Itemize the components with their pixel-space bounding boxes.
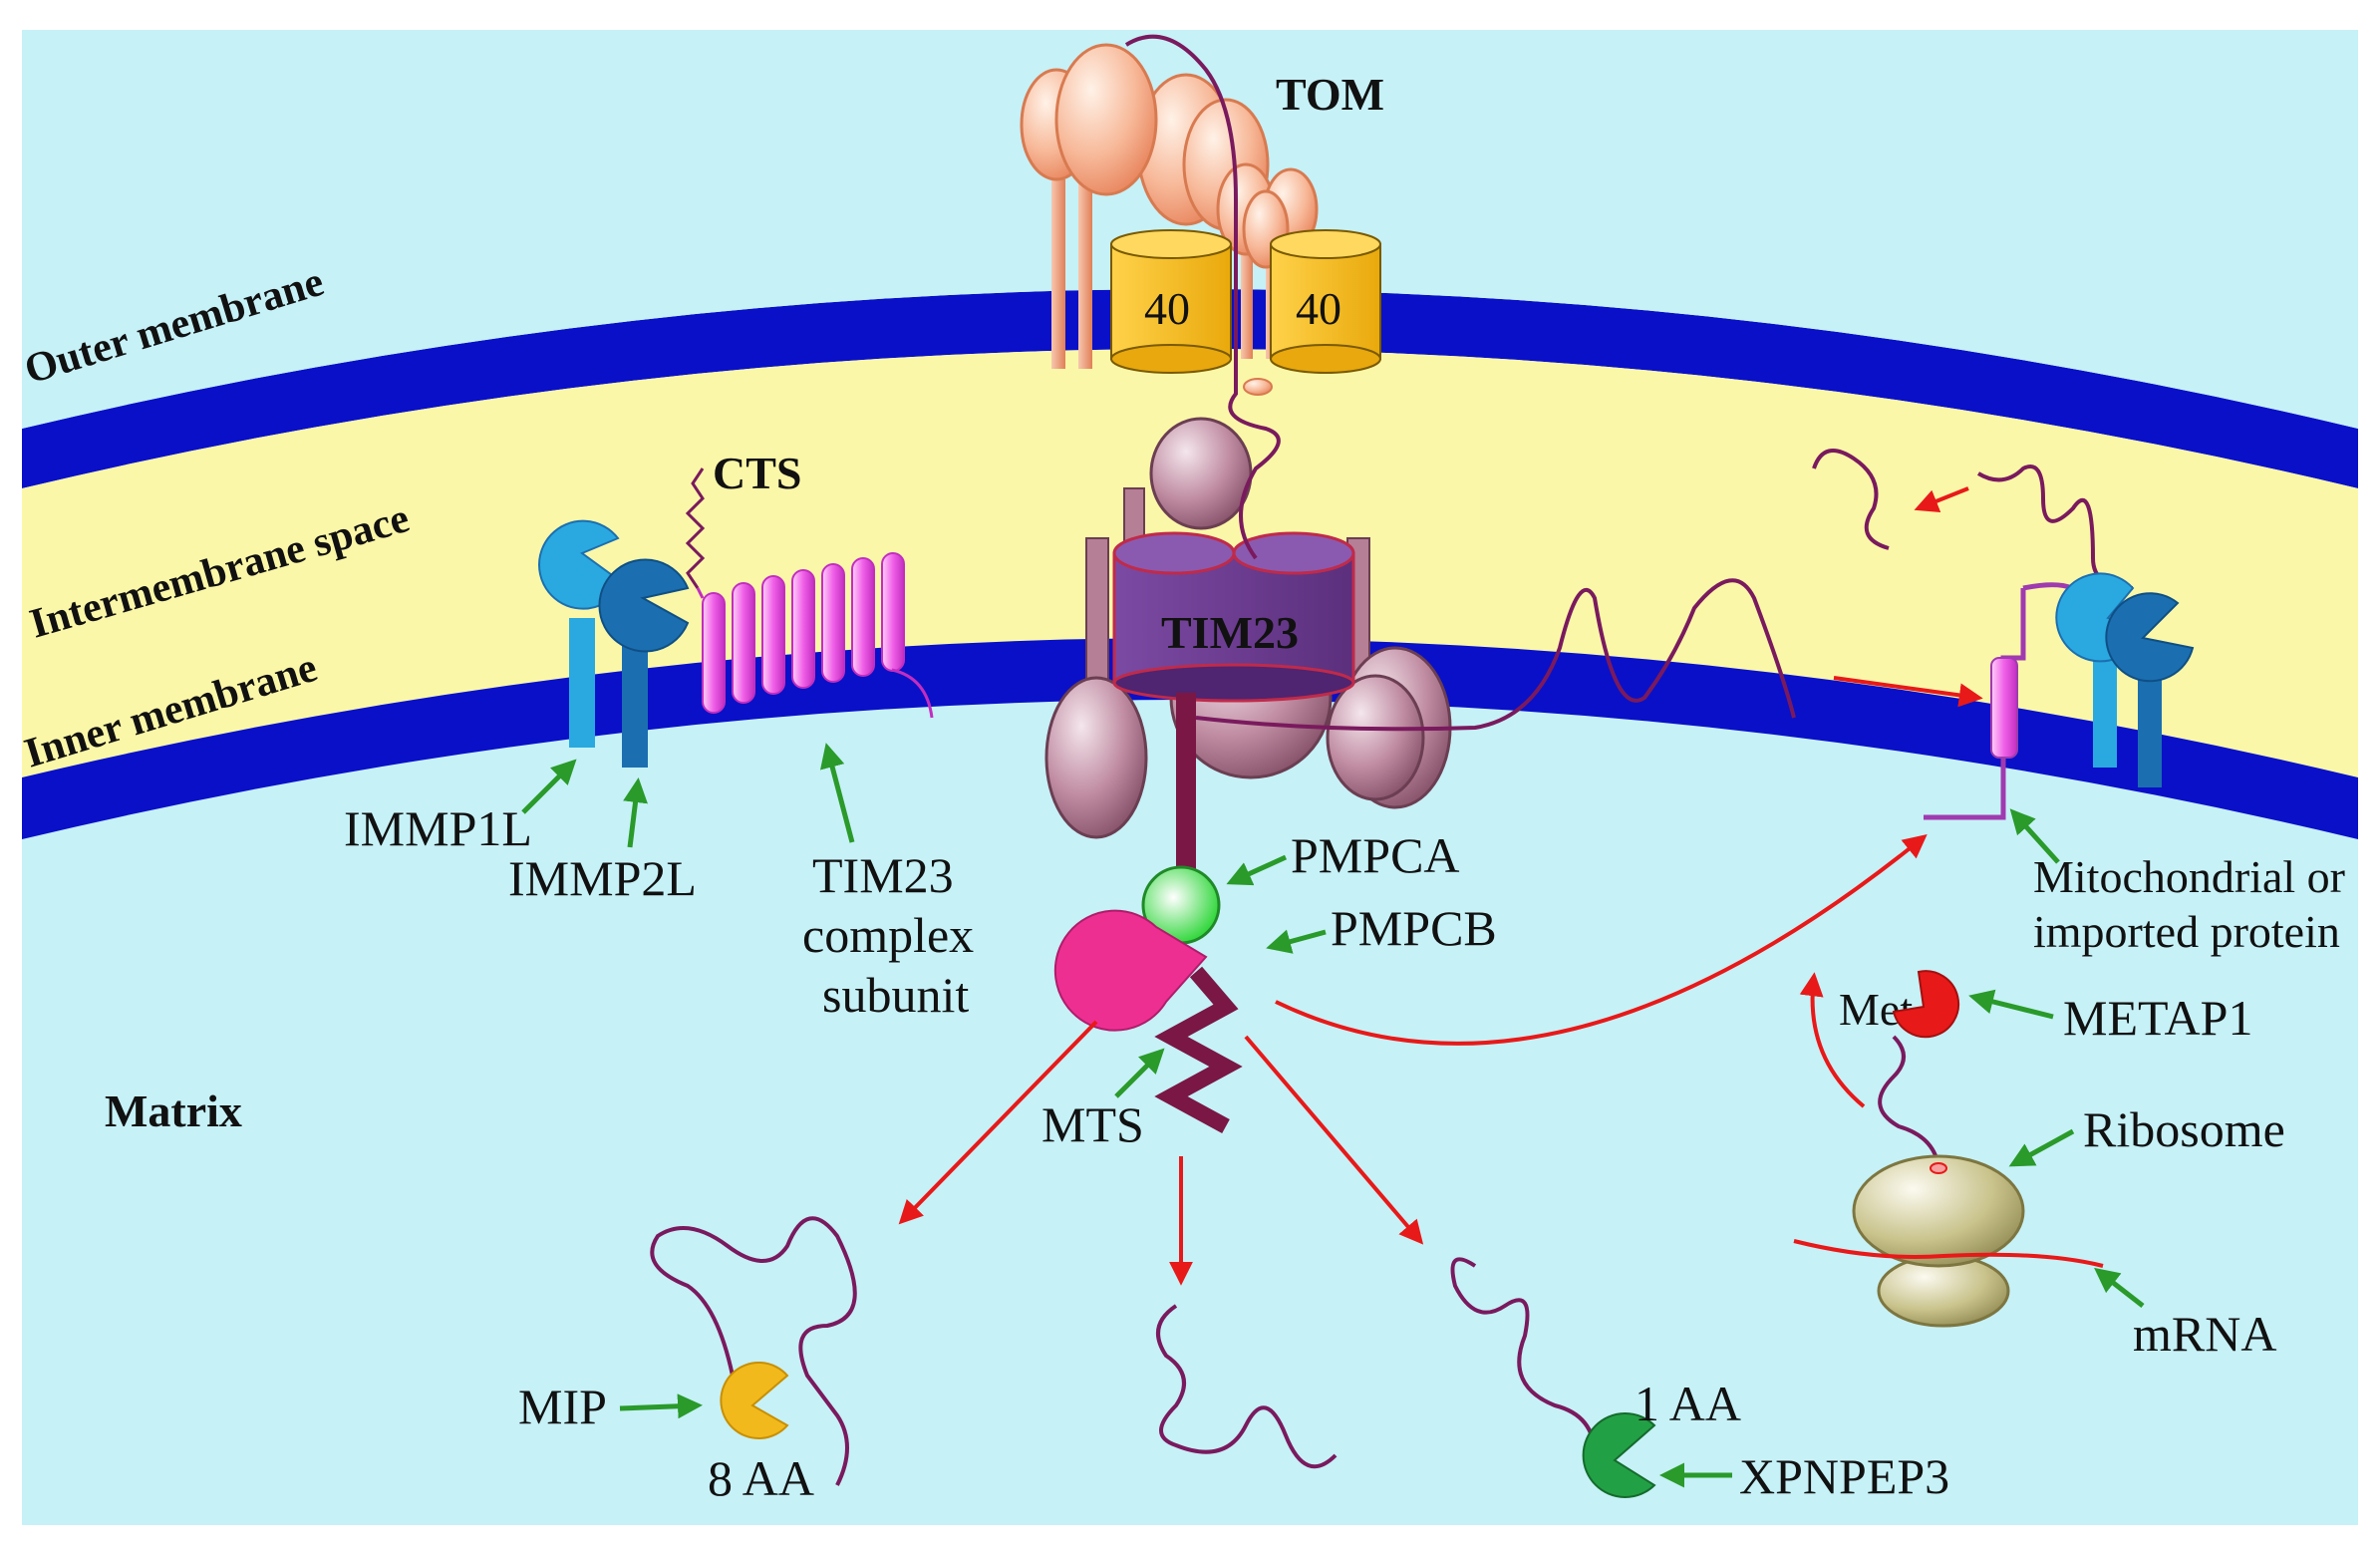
inner-membrane-band [22,638,2358,839]
tim23-subunit-label-2: complex [802,907,974,963]
tom40-right-label: 40 [1296,283,1341,334]
tom-stalk [1051,179,1065,369]
immp1l-protease [538,519,625,748]
pacman-enzyme-icon [2105,592,2195,683]
eight-aa-label: 8 AA [708,1450,814,1506]
tim23-complex: TIM23 [1044,417,1452,877]
tim23-subunit-ball [1326,674,1425,801]
ribosome-icon [1852,1154,2025,1328]
red-arrow-to-inner-membrane-protein [1275,833,1928,1046]
tim23-subunit-label-1: TIM23 [812,847,954,903]
green-arrow-metap1 [1968,989,2054,1020]
mts-label: MTS [1041,1096,1144,1152]
outer-membrane-band [22,289,2358,488]
immp1l-label: IMMP1L [344,800,532,856]
mip-label: MIP [518,1379,607,1434]
cts-label: CTS [713,448,801,498]
tim23-stalk [1176,693,1196,877]
tom-receptor-icon [1054,43,1158,196]
green-arrow-mrna [2094,1267,2145,1308]
tim23-subunit-ball [1149,417,1253,530]
cts-zigzag [685,467,706,589]
green-arrow-immp2l [623,777,648,848]
matrix-label: Matrix [105,1085,242,1136]
tom-complex: 40 40 TOM [1020,43,1384,396]
mts-zigzag [1154,966,1243,1134]
xpnpep3-enzyme-pacman-icon [1582,1412,1656,1498]
red-arrow-release [1914,486,1969,513]
immp2l-label: IMMP2L [508,850,697,906]
mature-protein-chain [1156,1304,1338,1469]
tom40-left [1110,229,1232,374]
green-arrow-pmpcb [1266,929,1327,954]
mip-substrate-chain [650,1216,857,1486]
red-arrow-nascent-import [1799,972,1866,1108]
tim23-channel-icon [1112,531,1355,703]
mip-enzyme-pacman-icon [720,1362,789,1439]
red-arrow-sorting [1833,676,1983,708]
pmpcb-enzyme-pacman-icon [1053,909,1208,1032]
immp-protease-right-dark [2105,592,2195,787]
xpnpep3-label: XPNPEP3 [1739,1448,1949,1504]
one-aa-label: 1 AA [1635,1376,1741,1431]
ribosome-label: Ribosome [2083,1101,2285,1157]
pmpcb-label: PMPCB [1331,900,1497,956]
metap1-label: METAP1 [2063,990,2252,1046]
tom-stalk [1241,229,1253,359]
red-arrow-to-xpnpep3-product [1244,1035,1424,1245]
outer-space-top [22,30,2358,429]
tom40-right [1270,229,1381,374]
green-arrow-ribosome [2008,1128,2075,1167]
pacman-enzyme-icon [598,558,690,653]
released-fragment-chain [1812,449,1890,550]
mrna-strand [1793,1239,2104,1268]
tim23-subunit-label-3: subunit [822,967,969,1023]
pmpca-label: PMPCA [1291,827,1460,883]
green-arrow-immp1l [521,759,577,814]
xpnpep3-substrate-chain [1450,1257,1597,1456]
tim23-complex-subunit-coil [696,552,934,719]
green-arrow-mip [619,1393,703,1419]
tim23-subunit-ball [1044,676,1148,839]
tom-label: TOM [1276,69,1384,120]
metap1-enzyme-pacman-icon [1892,970,1960,1039]
mrna-label: mRNA [2133,1306,2276,1362]
lateral-sorted-chain [1195,578,1796,732]
mito-protein-label-1: Mitochondrial or [2033,851,2345,902]
tim23-label: TIM23 [1161,607,1299,658]
ims-chain-right [1976,464,2134,590]
green-arrow-mts [1114,1048,1165,1098]
tom40-left-label: 40 [1144,283,1190,334]
tim23-side-pillar [1085,537,1109,699]
green-arrow-tim23-subunit [820,743,855,843]
tom-small-subunit [1243,378,1273,396]
nascent-chain [1878,1035,1940,1167]
immp2l-protease [598,558,690,768]
green-arrow-mito-protein [2009,808,2060,864]
red-arrow-to-mip-product [898,1020,1098,1225]
tom-stalk [1078,179,1092,369]
green-arrow-pmpca [1226,854,1288,886]
mito-protein-label-2: imported protein [2033,906,2340,957]
importing-protein-chain [1124,34,1281,560]
